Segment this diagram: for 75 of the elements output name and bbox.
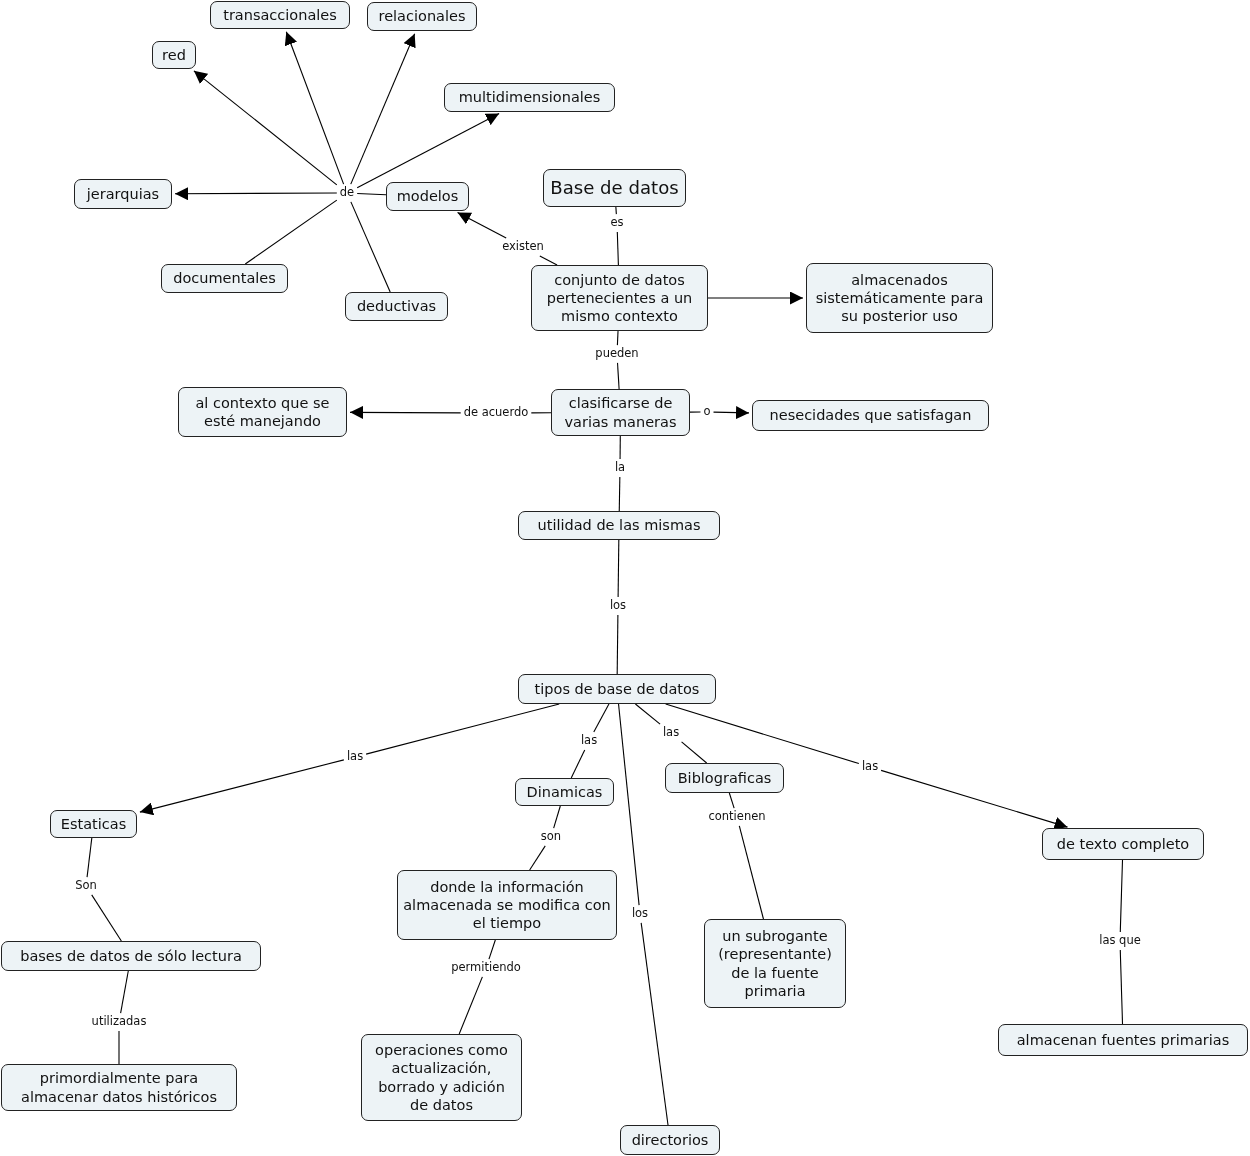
arrow — [350, 33, 416, 185]
connector-line — [615, 206, 617, 215]
concept-box: Base de datos — [543, 169, 686, 207]
connector-line — [365, 703, 560, 755]
connector-line — [530, 412, 552, 414]
concept-box: Estaticas — [50, 810, 137, 838]
concept-box: multidimensionales — [444, 83, 615, 112]
linking-phrase: pueden — [594, 347, 640, 361]
connector-line — [618, 476, 621, 512]
concept-box: un subrogante (representante) de la fuente primaria — [704, 919, 846, 1008]
arrow — [712, 406, 750, 420]
concept-box: transaccionales — [210, 1, 350, 29]
concept-box: clasificarse de varias maneras — [551, 389, 690, 436]
concept-box: tipos de base de datos — [518, 674, 716, 704]
connector-line — [640, 922, 669, 1126]
concept-box: nesecidades que satisfagan — [752, 400, 989, 431]
linking-phrase: permitiendo — [450, 961, 522, 975]
connector-line — [86, 837, 93, 878]
concept-box: operaciones como actualización, borrado y adición de datos — [361, 1034, 522, 1121]
connector-line — [91, 894, 122, 942]
connector-line — [1119, 859, 1124, 933]
concept-box: donde la información almacenada se modifica con el tiempo — [397, 870, 617, 940]
connector-line — [617, 539, 620, 598]
connector-line — [689, 411, 702, 413]
concept-box: bases de datos de sólo lectura — [1, 941, 261, 971]
concept-box: relacionales — [367, 2, 477, 31]
concept-box: primordialmente para almacenar datos históricos — [1, 1064, 237, 1111]
connector-line — [617, 362, 620, 390]
arrow — [707, 291, 804, 305]
concept-box: documentales — [161, 264, 288, 293]
connector-line — [458, 976, 483, 1035]
connector-line — [681, 741, 708, 764]
connector-line — [244, 199, 338, 265]
concept-box: almacenan fuentes primarias — [998, 1024, 1248, 1056]
connector-line — [356, 192, 387, 196]
concept-box: almacenados sistemáticamente para su posterior uso — [806, 263, 993, 333]
connector-line — [120, 970, 129, 1014]
concept-box: deductivas — [345, 292, 448, 321]
connector-line — [118, 1030, 120, 1065]
connector-line — [616, 231, 619, 266]
concept-box: jerarquias — [74, 179, 172, 209]
concept-box: de texto completo — [1042, 828, 1204, 860]
concept-box: modelos — [386, 182, 469, 211]
arrow — [457, 211, 507, 239]
arrow — [174, 187, 338, 201]
linking-phrase: las que — [1098, 934, 1142, 948]
concept-box: red — [152, 41, 196, 69]
concept-box: utilidad de las mismas — [518, 511, 720, 540]
concept-box: Biblograficas — [665, 763, 784, 793]
connector-line — [539, 255, 558, 266]
arrow — [356, 112, 500, 189]
connector-line — [488, 939, 496, 960]
connector-line — [616, 330, 619, 346]
arrow — [284, 31, 345, 185]
connector-line — [593, 703, 610, 733]
connector-line — [529, 845, 546, 871]
connector-line — [738, 825, 764, 920]
concept-box: conjunto de datos pertenecientes a un mismo contexto — [531, 265, 708, 331]
connector-line — [553, 805, 561, 829]
connector-line — [616, 614, 619, 675]
arrow — [880, 769, 1069, 830]
connector-line — [619, 435, 621, 460]
concept-box: al contexto que se esté manejando — [178, 387, 347, 437]
connector-line — [350, 201, 391, 293]
connector-line — [618, 703, 640, 906]
arrow — [193, 70, 338, 186]
arrow — [139, 759, 345, 816]
connector-line — [1119, 949, 1124, 1025]
concept-box: directorios — [620, 1125, 720, 1155]
connector-line — [665, 703, 860, 765]
connector-line — [570, 749, 586, 779]
connector-line — [728, 792, 735, 809]
arrow — [349, 405, 462, 419]
concept-box: Dinamicas — [515, 778, 614, 806]
connector-line — [634, 703, 661, 725]
